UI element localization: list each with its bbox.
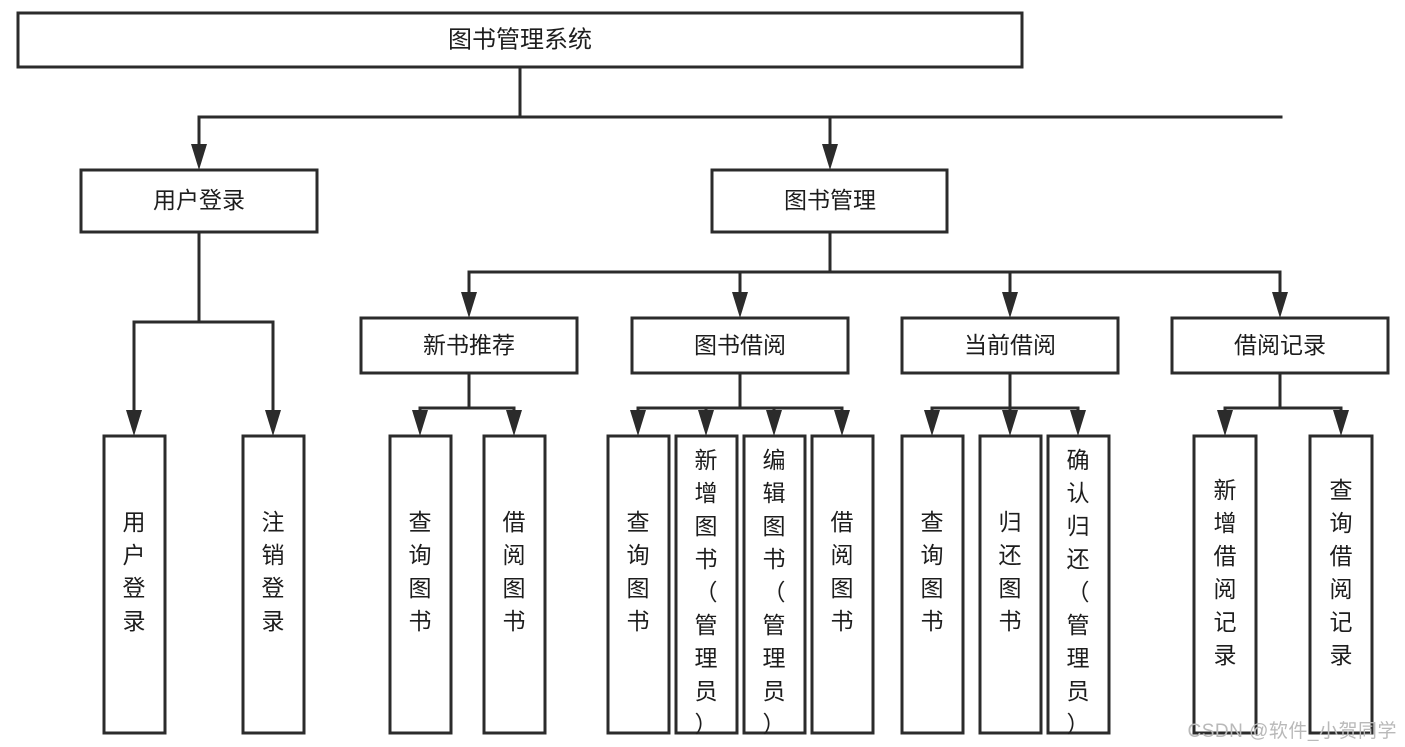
node-leaf-return-book[interactable]: 归还图书 — [978, 434, 1043, 735]
node-leaf-logout-login-label: 注销登录 — [262, 509, 285, 634]
node-leaf-edit-book-admin-label: 编辑图书（管理员） — [763, 447, 786, 737]
node-leaf-confirm-return-admin-label: 确认归还（管理员） — [1067, 447, 1090, 737]
node-leaf-query-book-1-label: 查询图书 — [409, 509, 432, 634]
node-leaf-query-borrow-record[interactable]: 查询借阅记录 — [1308, 434, 1374, 735]
node-leaf-add-book-admin-label: 新增图书（管理员） — [695, 447, 718, 737]
node-leaf-query-book-2-label: 查询图书 — [627, 509, 650, 634]
node-leaf-add-borrow-record-label: 新增借阅记录 — [1214, 477, 1237, 668]
connector-root-to-level2 — [191, 65, 1283, 170]
node-leaf-query-borrow-record-label: 查询借阅记录 — [1330, 477, 1353, 668]
connector-book-borrow-to-leaves — [630, 371, 850, 436]
node-new-book-recommend-label: 新书推荐 — [423, 332, 515, 358]
node-book-borrow[interactable]: 图书借阅 — [630, 316, 850, 375]
node-book-manage[interactable]: 图书管理 — [710, 168, 949, 234]
node-leaf-query-book-1[interactable]: 查询图书 — [388, 434, 453, 735]
connector-book-manage-to-level3 — [461, 230, 1288, 318]
node-borrow-record-label: 借阅记录 — [1234, 332, 1326, 358]
node-leaf-borrow-book-1-label: 借阅图书 — [503, 509, 526, 634]
node-leaf-query-book-3-label: 查询图书 — [921, 509, 944, 634]
node-borrow-record[interactable]: 借阅记录 — [1170, 316, 1390, 375]
node-leaf-add-book-admin[interactable]: 新增图书（管理员） — [674, 434, 739, 737]
node-book-manage-label: 图书管理 — [784, 187, 876, 213]
node-leaf-logout-login[interactable]: 注销登录 — [241, 434, 306, 735]
node-leaf-edit-book-admin[interactable]: 编辑图书（管理员） — [742, 434, 807, 737]
node-user-login[interactable]: 用户登录 — [79, 168, 319, 234]
node-leaf-add-borrow-record[interactable]: 新增借阅记录 — [1192, 434, 1258, 735]
node-leaf-user-login[interactable]: 用户登录 — [102, 434, 167, 735]
node-leaf-user-login-label: 用户登录 — [123, 509, 146, 634]
node-root-label: 图书管理系统 — [448, 26, 592, 53]
connector-user-login-to-leaves — [126, 230, 281, 436]
node-leaf-borrow-book-2-label: 借阅图书 — [831, 509, 854, 634]
node-leaf-query-book-3[interactable]: 查询图书 — [900, 434, 965, 735]
node-book-borrow-label: 图书借阅 — [694, 332, 786, 358]
node-leaf-borrow-book-1[interactable]: 借阅图书 — [482, 434, 547, 735]
node-leaf-confirm-return-admin[interactable]: 确认归还（管理员） — [1046, 434, 1111, 737]
connector-current-borrow-to-leaves — [924, 371, 1086, 436]
node-leaf-query-book-2[interactable]: 查询图书 — [606, 434, 671, 735]
node-new-book-recommend[interactable]: 新书推荐 — [359, 316, 579, 375]
connector-new-book-recommend-to-leaves — [412, 371, 522, 436]
node-user-login-label: 用户登录 — [153, 187, 245, 213]
connector-borrow-record-to-leaves — [1217, 371, 1349, 436]
node-leaf-borrow-book-2[interactable]: 借阅图书 — [810, 434, 875, 735]
node-leaf-return-book-label: 归还图书 — [999, 509, 1022, 634]
node-root[interactable]: 图书管理系统 — [16, 11, 1024, 69]
node-current-borrow-label: 当前借阅 — [964, 332, 1056, 358]
node-current-borrow[interactable]: 当前借阅 — [900, 316, 1120, 375]
